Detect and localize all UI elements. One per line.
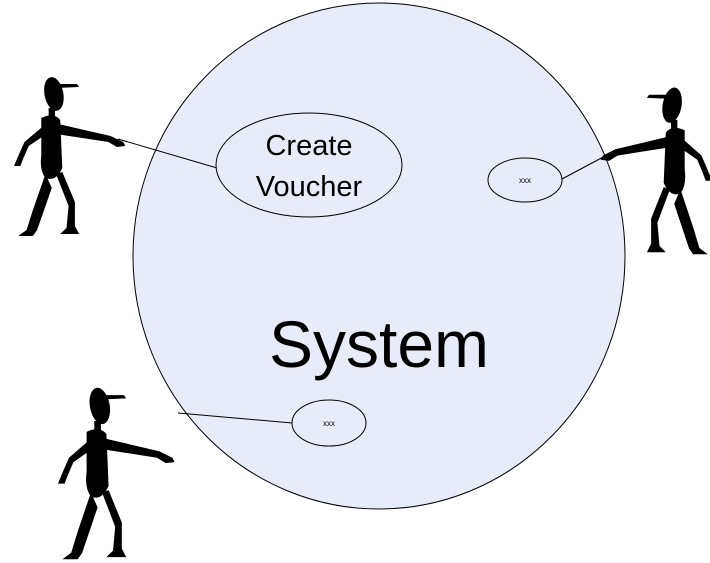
use-case-bottom-label: xxx xyxy=(323,419,335,428)
association-line-create-voucher xyxy=(117,138,218,169)
association-line-right xyxy=(561,154,608,180)
system-label: System xyxy=(269,307,489,381)
use-case-create-voucher-line1: Create xyxy=(265,130,352,162)
use-case-right-label: xxx xyxy=(519,176,531,185)
association-line-bottom xyxy=(177,412,293,424)
use-case-create-voucher-line2: Voucher xyxy=(256,171,363,203)
use-case-right[interactable]: xxx xyxy=(487,157,563,203)
actor-bottom-left-icon[interactable] xyxy=(58,386,175,560)
use-case-create-voucher[interactable]: Create Voucher xyxy=(215,112,403,218)
use-case-bottom[interactable]: xxx xyxy=(291,399,367,447)
actor-top-left-icon[interactable] xyxy=(14,75,126,236)
system-boundary xyxy=(132,2,626,510)
